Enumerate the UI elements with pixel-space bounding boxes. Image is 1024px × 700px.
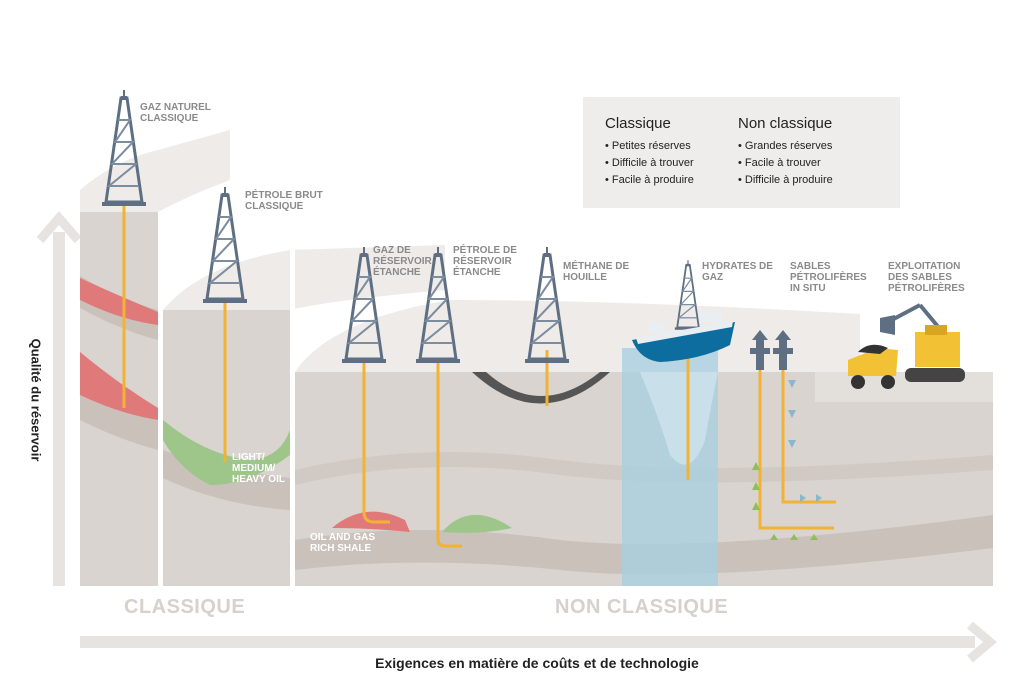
- hydrate-water-column: [622, 348, 718, 586]
- legend-item: • Difficile à produire: [738, 174, 833, 186]
- label-gaz-naturel: GAZ NATUREL CLASSIQUE: [140, 102, 211, 124]
- legend-item: • Facile à trouver: [738, 157, 821, 169]
- category-classic: CLASSIQUE: [124, 596, 246, 618]
- label-petrole-reservoir: PÉTROLE DE RÉSERVOIR ÉTANCHE: [453, 245, 517, 278]
- legend-item: • Petites réserves: [605, 140, 691, 152]
- category-nonclassic: NON CLASSIQUE: [555, 596, 729, 618]
- legend-item: • Difficile à trouver: [605, 157, 694, 169]
- label-sables-insitu: SABLES PÉTROLIFÈRES IN SITU: [790, 261, 867, 294]
- label-hydrates: HYDRATES DE GAZ: [702, 261, 773, 283]
- label-gaz-reservoir: GAZ DE RÉSERVOIR ÉTANCHE: [373, 245, 432, 278]
- rock-block-gas: [80, 130, 230, 586]
- label-exploitation: EXPLOITATION DES SABLES PÉTROLIFÈRES: [888, 261, 965, 294]
- drill-ship-icon: [632, 259, 735, 362]
- wells: [122, 205, 836, 548]
- legend-box: Classique • Petites réserves • Difficile…: [583, 97, 900, 208]
- label-petrole-brut: PÉTROLE BRUT CLASSIQUE: [245, 190, 323, 212]
- injection-markers: [788, 380, 822, 502]
- legend-nonclassic: Non classique • Grandes réserves • Facil…: [738, 115, 833, 189]
- x-axis-arrow: [80, 621, 997, 663]
- label-methane: MÉTHANE DE HOUILLE: [563, 261, 630, 283]
- mining-truck-icon: [848, 344, 898, 389]
- y-axis-arrow: [36, 211, 82, 586]
- legend-item: • Grandes réserves: [738, 140, 833, 152]
- label-shale: OIL AND GAS RICH SHALE: [310, 532, 376, 554]
- legend-nonclassic-title: Non classique: [738, 115, 833, 132]
- legend-classic-title: Classique: [605, 115, 671, 132]
- excavator-icon: [880, 303, 965, 382]
- label-light-oil: LIGHT/ MEDIUM/ HEAVY OIL: [232, 452, 285, 485]
- legend-item: • Facile à produire: [605, 174, 694, 186]
- legend-classic: Classique • Petites réserves • Difficile…: [605, 115, 694, 189]
- steam-markers: [752, 462, 818, 540]
- x-axis-label: Exigences en matière de coûts et de tech…: [375, 655, 699, 671]
- wellhead-icon: [750, 330, 793, 370]
- y-axis-label: Qualité du réservoir: [28, 338, 44, 462]
